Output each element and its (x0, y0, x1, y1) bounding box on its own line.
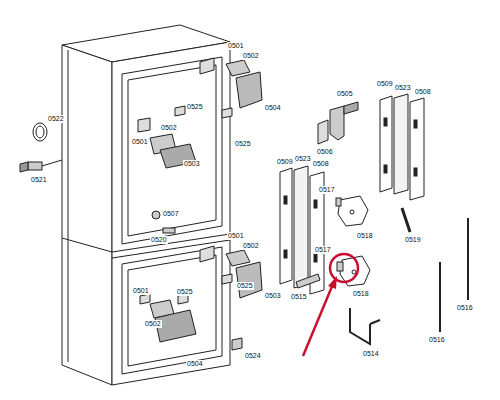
callout-number: 0516 (428, 336, 446, 344)
callout-number: 0515 (290, 293, 308, 301)
callout-number: 0506 (316, 148, 334, 156)
callout-number: 0501 (227, 232, 245, 240)
callout-number: 0516 (456, 304, 474, 312)
callout-number: 0502 (242, 242, 260, 250)
callout-number: 0524 (244, 352, 262, 360)
callout-number: 0509 (376, 80, 394, 88)
callout-number: 0518 (356, 232, 374, 240)
callout-number: 0505 (336, 90, 354, 98)
callout-number: 0517 (314, 246, 332, 254)
callout-number: 0520 (150, 236, 168, 244)
callout-number: 0502 (144, 320, 162, 328)
callout-number: 0525 (186, 103, 204, 111)
callout-number: 0504 (264, 104, 282, 112)
callout-number: 0525 (234, 140, 252, 148)
callout-number: 0507 (162, 210, 180, 218)
callout-number: 0523 (294, 155, 312, 163)
callout-number: 0502 (242, 52, 260, 60)
callout-number: 0503 (183, 160, 201, 168)
callout-number: 0517 (318, 186, 336, 194)
callout-number: 0501 (131, 138, 149, 146)
callout-number: 0509 (276, 158, 294, 166)
callout-number: 0523 (394, 84, 412, 92)
callout-number: 0522 (47, 115, 65, 123)
callout-number: 0525 (176, 288, 194, 296)
callout-number: 0501 (227, 42, 245, 50)
callout-number: 0525 (236, 282, 254, 290)
callout-number: 0518 (352, 290, 370, 298)
callout-number: 0502 (160, 124, 178, 132)
callout-number: 0504 (186, 360, 204, 368)
callout-number: 0519 (404, 236, 422, 244)
callout-number: 0501 (132, 287, 150, 295)
callout-number: 0508 (414, 88, 432, 96)
callout-number: 0521 (30, 176, 48, 184)
callout-number: 0514 (362, 350, 380, 358)
callout-number: 0503 (264, 292, 282, 300)
callout-number: 0508 (312, 160, 330, 168)
